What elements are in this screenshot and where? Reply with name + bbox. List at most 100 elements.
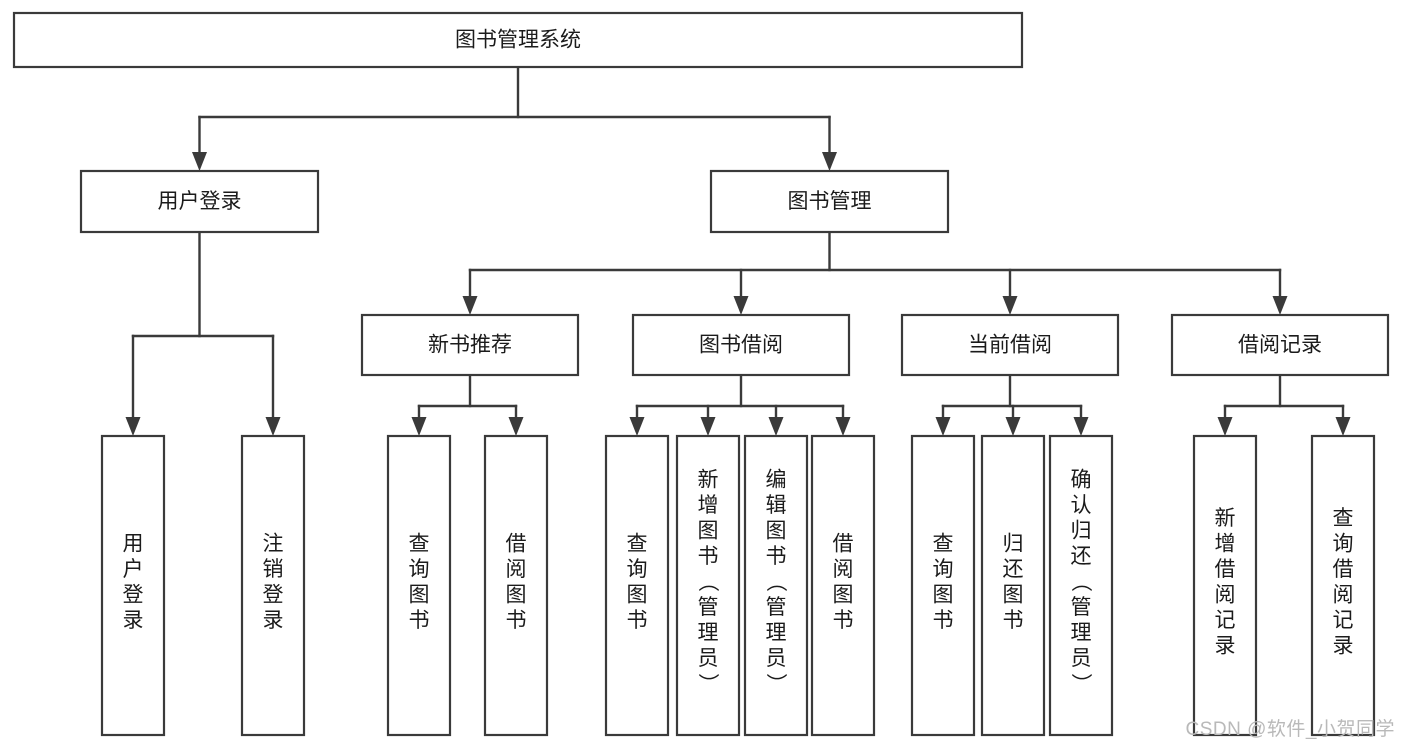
node-label-char: 书 xyxy=(833,609,854,632)
connector-layer xyxy=(125,65,1351,436)
node-label-char: 理 xyxy=(766,622,787,645)
node-label-char: 用 xyxy=(123,532,144,555)
node-label-char: 归 xyxy=(1071,520,1092,543)
node-label-char: 图 xyxy=(933,583,954,606)
node-label-char: 登 xyxy=(123,583,144,606)
node-label-char: 还 xyxy=(1003,558,1024,581)
node-label-char: 记 xyxy=(1215,609,1236,632)
node-label-char: 还 xyxy=(1071,545,1092,568)
node-label: 图书管理系统 xyxy=(455,29,581,52)
node-layer: 图书管理系统用户登录图书管理新书推荐图书借阅当前借阅借阅记录用户登录注销登录查询… xyxy=(12,11,1390,737)
node-label: 新书推荐 xyxy=(428,334,512,357)
node-label-char: 借 xyxy=(1333,558,1354,581)
node-label-char: 查 xyxy=(409,532,430,555)
node-label-char: （ xyxy=(764,571,787,592)
node-label-char: 登 xyxy=(263,583,284,606)
node-label-char: 图 xyxy=(833,583,854,606)
node-label-char: 询 xyxy=(933,558,954,581)
node-label: 图书管理 xyxy=(788,190,872,213)
node-label-char: 管 xyxy=(766,596,787,619)
node-label-char: ） xyxy=(696,673,719,694)
node-label-char: 辑 xyxy=(766,494,787,517)
node-label-char: 查 xyxy=(933,532,954,555)
node-label-char: （ xyxy=(696,571,719,592)
node-level3-1[interactable]: 图书借阅 xyxy=(631,313,851,377)
node-label-char: 借 xyxy=(833,532,854,555)
node-label-char: 借 xyxy=(1215,558,1236,581)
node-label-char: 认 xyxy=(1071,494,1092,517)
node-label-char: 图 xyxy=(506,583,527,606)
node-label-char: 图 xyxy=(627,583,648,606)
node-label-char: 书 xyxy=(506,609,527,632)
node-label-char: 新 xyxy=(1215,507,1236,530)
node-label-char: 录 xyxy=(1333,634,1354,657)
node-label-char: 员 xyxy=(1071,647,1092,670)
node-label-char: 借 xyxy=(506,532,527,555)
node-label-char: 户 xyxy=(123,558,144,581)
node-label-char: 增 xyxy=(698,494,719,517)
node-label: 图书借阅 xyxy=(699,334,783,357)
node-label-char: 阅 xyxy=(1215,583,1236,606)
node-label-char: 图 xyxy=(698,520,719,543)
node-label-char: 书 xyxy=(933,609,954,632)
node-leaf-0[interactable]: 用户登录 xyxy=(100,434,166,737)
node-label-char: 询 xyxy=(409,558,430,581)
node-label-char: 确 xyxy=(1071,469,1092,492)
node-label-char: 图 xyxy=(1003,583,1024,606)
node-label-char: 录 xyxy=(263,609,284,632)
csdn-watermark: CSDN @软件_小贺同学 xyxy=(1185,719,1395,740)
node-label-char: 员 xyxy=(766,647,787,670)
node-level3-2[interactable]: 当前借阅 xyxy=(900,313,1120,377)
node-label-char: 书 xyxy=(698,545,719,568)
node-label-char: 增 xyxy=(1215,532,1236,555)
node-level2-1[interactable]: 图书管理 xyxy=(709,169,950,234)
node-label-char: ） xyxy=(1069,673,1092,694)
node-label-char: 注 xyxy=(263,532,284,555)
node-label-char: 编 xyxy=(766,469,787,492)
node-label-char: 录 xyxy=(1215,634,1236,657)
node-label-char: 书 xyxy=(1003,609,1024,632)
node-label-char: 理 xyxy=(698,622,719,645)
node-label-char: 阅 xyxy=(1333,583,1354,606)
node-label-char: 记 xyxy=(1333,609,1354,632)
node-label-char: 图 xyxy=(409,583,430,606)
node-label-char: 归 xyxy=(1003,532,1024,555)
node-label-char: 新 xyxy=(698,469,719,492)
node-level3-0[interactable]: 新书推荐 xyxy=(360,313,580,377)
node-label-char: 查 xyxy=(1333,507,1354,530)
node-label-char: 理 xyxy=(1071,622,1092,645)
node-label-char: 查 xyxy=(627,532,648,555)
node-label-char: 询 xyxy=(627,558,648,581)
node-level2-0[interactable]: 用户登录 xyxy=(79,169,320,234)
node-label-char: 书 xyxy=(409,609,430,632)
node-label-char: ） xyxy=(764,673,787,694)
node-label-char: 员 xyxy=(698,647,719,670)
node-label-char: 书 xyxy=(627,609,648,632)
node-label-char: 管 xyxy=(698,596,719,619)
node-label-char: 销 xyxy=(263,558,284,581)
node-label: 用户登录 xyxy=(158,190,242,213)
node-label: 当前借阅 xyxy=(968,334,1052,357)
node-label-char: 管 xyxy=(1071,596,1092,619)
node-label-char: 录 xyxy=(123,609,144,632)
node-root-图书管理系统[interactable]: 图书管理系统 xyxy=(12,11,1024,69)
node-level3-3[interactable]: 借阅记录 xyxy=(1170,313,1390,377)
node-label-char: 阅 xyxy=(506,558,527,581)
node-label: 借阅记录 xyxy=(1238,334,1322,357)
node-label-char: 询 xyxy=(1333,532,1354,555)
node-label-char: 书 xyxy=(766,545,787,568)
